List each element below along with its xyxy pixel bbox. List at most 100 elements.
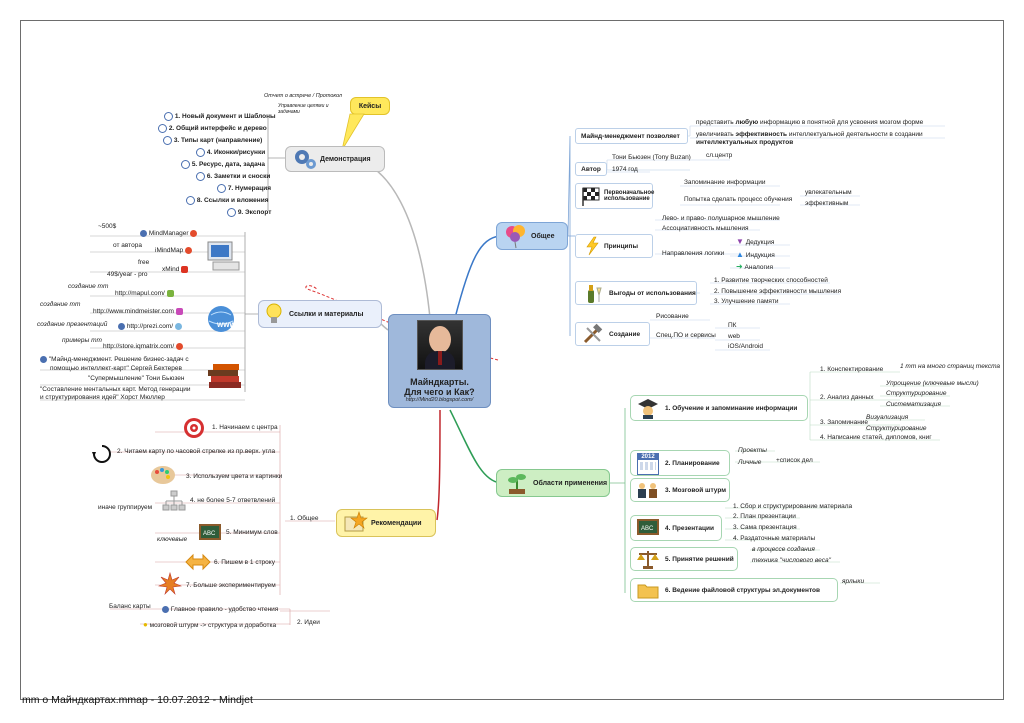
initial-use-item-2: Попытка сделать процесс обучения bbox=[684, 196, 793, 203]
site-mapul[interactable]: http://mapul.com/ bbox=[115, 290, 174, 298]
presentations-label: 4. Презентации bbox=[665, 524, 714, 532]
files-topic[interactable]: 6. Ведение файловой структуры эл.докумен… bbox=[630, 578, 838, 602]
tool-price-2: от автора bbox=[113, 242, 142, 249]
explosion-icon bbox=[158, 572, 182, 596]
study-topic[interactable]: 1. Обучение и запоминание информации bbox=[630, 395, 808, 421]
people-icon bbox=[638, 483, 657, 498]
create-item-1: Рисование bbox=[656, 313, 689, 320]
callout-cases[interactable]: Кейсы bbox=[350, 97, 390, 115]
book-2[interactable]: "Супермышление" Тони Бьюзен bbox=[88, 375, 185, 382]
tool-xmind[interactable]: xMind bbox=[162, 266, 189, 274]
rec-group-1[interactable]: 1. Общее bbox=[290, 515, 319, 522]
demo-item-8[interactable]: 8. Ссылки и вложения bbox=[186, 196, 269, 205]
analysis-3: Систематизация bbox=[886, 401, 941, 408]
benefit-3: 3. Улучшение памяти bbox=[714, 298, 779, 305]
book-1[interactable]: "Майнд-менеджмент. Решение бизнес-задач … bbox=[40, 356, 189, 373]
tool-price-4: 49$/year - pro bbox=[107, 271, 148, 278]
branch-general bbox=[454, 235, 501, 319]
canvas-frame bbox=[20, 20, 1004, 700]
callout-label: Кейсы bbox=[358, 102, 382, 110]
decisions-label: 5. Принятие решений bbox=[665, 555, 734, 563]
tool-imindmap[interactable]: iMindMap bbox=[155, 247, 192, 255]
demo-item-5[interactable]: 5. Ресурс, дата, задача bbox=[181, 160, 265, 169]
demo-item-2[interactable]: 2. Общий интерфейс и дерево bbox=[158, 124, 267, 133]
rec-group-2[interactable]: 2. Идеи bbox=[297, 619, 320, 626]
decide-item-2: техника "числового веса" bbox=[752, 557, 831, 564]
files-note: ярлыки bbox=[842, 578, 865, 585]
analysis-2: Структурирование bbox=[886, 390, 947, 397]
site-iqmatrix[interactable]: http://store.iqmatrix.com/ bbox=[103, 343, 183, 351]
rec-item-6: 6. Пишем в 1 строку bbox=[214, 559, 275, 566]
general-label: Общее bbox=[531, 232, 555, 240]
idea-bulb-icon: ● bbox=[143, 620, 148, 629]
calendar-icon: 2012 bbox=[637, 453, 659, 475]
svg-text:www: www bbox=[216, 320, 236, 329]
demo-item-1[interactable]: 1. Новый документ и Шаблоны bbox=[164, 112, 276, 121]
checkered-flag-icon bbox=[582, 187, 600, 206]
initial-use-item-1: Запоминание информации bbox=[684, 179, 766, 186]
demo-item-9[interactable]: 9. Экспорт bbox=[227, 208, 271, 217]
lightbulb-icon bbox=[266, 303, 282, 323]
benefits-topic[interactable]: Выгоды от использования bbox=[575, 281, 697, 305]
author-topic[interactable]: Автор bbox=[575, 162, 607, 176]
demo-item-4[interactable]: 4. Иконки/рисунки bbox=[196, 148, 265, 157]
create-topic[interactable]: Создание bbox=[575, 322, 650, 346]
lightning-icon bbox=[586, 236, 599, 256]
rec-note-key: ключевые bbox=[157, 536, 188, 543]
logic-induction: ▲ Индукция bbox=[736, 250, 775, 259]
folder-icon bbox=[637, 584, 659, 599]
central-url[interactable]: http://Mind20.blogspot.com/ bbox=[405, 397, 474, 403]
mm-allows-topic[interactable]: Майнд-менеджмент позволяет bbox=[575, 128, 688, 144]
champagne-icon bbox=[588, 285, 602, 303]
branch-rec bbox=[436, 409, 441, 521]
branch-apps bbox=[449, 409, 501, 484]
study-item-3: 3. Запоминание bbox=[820, 419, 869, 426]
double-arrow-icon bbox=[185, 553, 211, 571]
study-label: 1. Обучение и запоминание информации bbox=[665, 404, 798, 412]
logic-analogy: ➜ Аналогия bbox=[736, 262, 774, 271]
initial-use-label-1: Первоначальное bbox=[604, 190, 655, 196]
book-3[interactable]: "Составление ментальных карт. Метод гене… bbox=[40, 386, 191, 402]
present-item-4: 4. Раздаточные материалы bbox=[733, 535, 816, 542]
central-topic[interactable]: Майндкарты. Для чего и Как? http://Mind2… bbox=[388, 314, 491, 408]
author-year: 1974 год bbox=[612, 166, 638, 173]
study-item-2: 2. Анализ данных bbox=[820, 394, 874, 401]
balloons-icon bbox=[506, 225, 525, 249]
plant-icon bbox=[508, 474, 526, 494]
demo-item-7[interactable]: 7. Нумерация bbox=[217, 184, 271, 193]
graduate-icon bbox=[638, 399, 658, 419]
site-prezi[interactable]: http://prezi.com/ bbox=[118, 323, 182, 331]
demo-item-3[interactable]: 3. Типы карт (направление) bbox=[163, 136, 262, 145]
principles-item-2: Ассоциативность мышления bbox=[662, 225, 749, 232]
tool-price-3: free bbox=[138, 259, 150, 266]
apps-label: Области применения bbox=[533, 479, 608, 487]
study-item-1: 1. Конспектирование bbox=[820, 366, 884, 373]
arrow-up-icon: ▲ bbox=[736, 250, 744, 259]
footer-caption: mm о Майндкартах.mmap - 10.07.2012 - Min… bbox=[22, 694, 253, 706]
memo-2: Структурирование bbox=[866, 425, 927, 432]
rec-label: Рекомендации bbox=[371, 519, 422, 527]
analysis-1: Упрощение (ключевые мысли) bbox=[886, 380, 979, 387]
principles-item-1: Лево- и право- полушарное мышление bbox=[662, 215, 780, 222]
site-mindmeister[interactable]: http://www.mindmeister.com bbox=[93, 308, 183, 316]
rec-item-7: 7. Больше экспериментируем bbox=[186, 582, 276, 589]
principles-label: Принципы bbox=[604, 242, 639, 250]
demo-item-6[interactable]: 6. Заметки и сноски bbox=[196, 172, 270, 181]
svg-text:ABC: ABC bbox=[203, 531, 216, 537]
rec-item-1: 1. Начинаем с центра bbox=[212, 424, 278, 431]
present-item-1: 1. Сбор и структурирование материала bbox=[733, 503, 853, 510]
initial-use-topic[interactable]: Первоначальное использование bbox=[575, 183, 655, 209]
idea-2: ● мозговой штурм -> структура и доработк… bbox=[143, 620, 277, 629]
clockwise-arrow-icon bbox=[92, 445, 111, 463]
platform-2: web bbox=[728, 333, 740, 340]
author-label: Автор bbox=[581, 165, 601, 173]
tool-mindmanager[interactable]: MindManager bbox=[140, 230, 198, 238]
books-icon bbox=[208, 364, 241, 388]
logic-deduction: ▼ Дедукция bbox=[736, 237, 775, 246]
study-item-4: 4. Написание статей, дипломов, книг bbox=[820, 434, 932, 441]
study-note-1: 1 mm на много страниц текста bbox=[900, 363, 1001, 370]
mm-allows-label: Майнд-менеджмент позволяет bbox=[581, 132, 680, 140]
principles-topic[interactable]: Принципы bbox=[575, 234, 653, 258]
brainstorm-topic[interactable]: 3. Мозговой штурм bbox=[630, 478, 730, 502]
